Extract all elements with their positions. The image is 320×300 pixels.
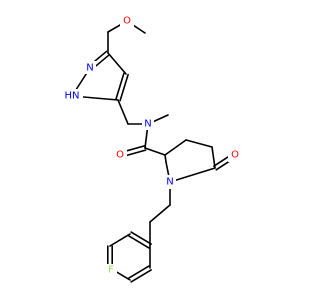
bond-c4-c3 <box>107 52 127 75</box>
bond-ar2-ar3 <box>109 233 131 247</box>
bond-c2pip-c3pip <box>164 154 167 163</box>
atom-n-pyrazole-1: N <box>84 61 96 74</box>
bond-c5-c4-b <box>115 72 125 101</box>
atom-n-ring-label: N <box>166 177 173 188</box>
atom-n-pyrazole-2: HN <box>61 89 83 102</box>
atom-o-amide: O <box>113 148 127 162</box>
bond-ar1-ar2-a <box>130 231 152 245</box>
bond-ar5-ar6-b <box>128 265 150 279</box>
bond-c5-c4-a <box>119 73 129 102</box>
bond-ar5-ar6-a <box>130 269 152 283</box>
atom-n-ring: N <box>164 175 176 189</box>
atom-o-amide-label: O <box>116 150 124 161</box>
molecule-structure: O N HN N O N O F <box>61 14 242 283</box>
bond-c5pip-c6pip <box>211 146 216 169</box>
atom-n-pyrazole-2-label: HN <box>65 91 80 102</box>
bond-ar1-ar2-b <box>128 235 150 249</box>
bond-c6pip-npip <box>169 167 216 183</box>
atom-o-methoxy-label: O <box>123 16 131 27</box>
atom-o-methoxy: O <box>120 14 134 28</box>
bonds-group <box>71 20 237 283</box>
bond-ch2b-ch2c <box>149 204 171 223</box>
bond-c3pip-c4pip <box>164 139 187 156</box>
atom-f: F <box>105 264 117 277</box>
atom-o-ring: O <box>228 148 242 162</box>
bond-camide-c3pip <box>144 147 166 156</box>
atom-n-amide-label: N <box>144 119 151 130</box>
atom-n-pyrazole-1-label: N <box>86 63 93 74</box>
atoms-group: O N HN N O N O F <box>61 14 242 277</box>
atom-o-ring-label: O <box>231 150 239 161</box>
bond-c5-ch2a <box>117 99 129 125</box>
bond-c4pip-c5pip <box>185 139 213 148</box>
atom-f-label: F <box>108 265 114 276</box>
atom-n-amide: N <box>142 117 154 130</box>
